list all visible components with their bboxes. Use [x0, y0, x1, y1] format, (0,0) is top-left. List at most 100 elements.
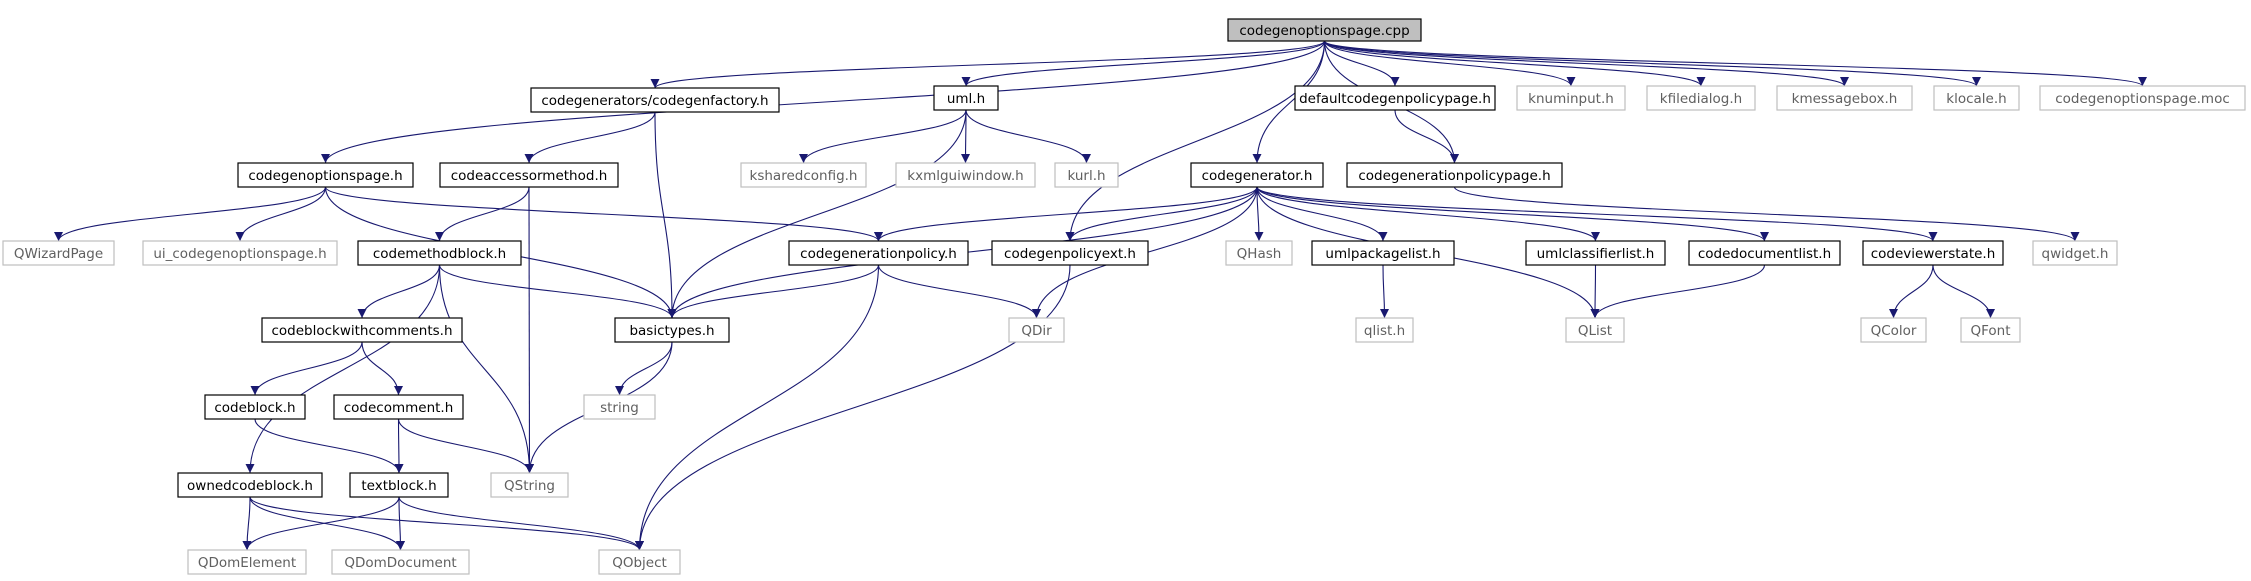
edge-policy-to-qdir	[877, 264, 1041, 319]
node-label: textblock.h	[361, 478, 436, 494]
node-box	[237, 162, 414, 188]
node-label: kurl.h	[1067, 168, 1105, 184]
node-ksharedconfig-h: ksharedconfig.h	[740, 162, 867, 188]
node-label: codeblock.h	[214, 400, 295, 416]
edge-generator-to-qhash	[1254, 186, 1264, 242]
node-codegenoptionspage-moc: codegenoptionspage.moc	[2039, 85, 2246, 111]
edge-classlist-to-qlist	[1590, 264, 1600, 319]
edge-textblock-to-qobject	[398, 496, 644, 551]
node-codeblock-h[interactable]: codeblock.h	[204, 394, 306, 420]
node-umlclassifierlist-h[interactable]: umlclassifierlist.h	[1525, 240, 1666, 266]
node-box	[788, 240, 969, 266]
node-label: codegenoptionspage.moc	[2055, 91, 2230, 107]
node-codegenpolicyext-h[interactable]: codegenpolicyext.h	[991, 240, 1149, 266]
node-codegenerators-codegenfactory-h[interactable]: codegenerators/codegenfactory.h	[530, 87, 780, 113]
edge-doclist-to-qlist	[1590, 264, 1766, 319]
edge-bwc-to-codecomment	[361, 341, 403, 396]
node-qdomdocument: QDomDocument	[331, 549, 470, 575]
edge-root-to-umlh	[961, 40, 1326, 87]
node-codegenerator-h[interactable]: codegenerator.h	[1190, 162, 1324, 188]
edge-methodblock-to-basictypes	[438, 264, 677, 319]
node-box	[1688, 240, 1841, 266]
node-codeviewerstate-h[interactable]: codeviewerstate.h	[1862, 240, 2004, 266]
node-box	[333, 394, 464, 420]
node-defaultcodegenpolicypage-h[interactable]: defaultcodegenpolicypage.h	[1294, 85, 1496, 111]
node-label: QDomDocument	[344, 555, 456, 571]
node-label: QString	[504, 478, 555, 494]
node-label: umlpackagelist.h	[1325, 246, 1440, 262]
edge-policy-to-qobject	[635, 264, 880, 551]
node-qcolor: QColor	[1860, 317, 1927, 343]
edge-root-to-codegenfactory	[650, 40, 1326, 89]
node-ownedcodeblock-h[interactable]: ownedcodeblock.h	[177, 472, 323, 498]
node-codegenoptionspage-cpp[interactable]: codegenoptionspage.cpp	[1227, 18, 1422, 42]
node-codemethodblock-h[interactable]: codemethodblock.h	[357, 240, 522, 266]
node-box	[177, 472, 323, 498]
node-label: codegenerationpolicypage.h	[1358, 168, 1550, 184]
node-label: ownedcodeblock.h	[187, 478, 313, 494]
node-box	[1516, 85, 1626, 111]
node-codedocumentlist-h[interactable]: codedocumentlist.h	[1688, 240, 1841, 266]
node-codeaccessormethod-h[interactable]: codeaccessormethod.h	[439, 162, 619, 188]
node-knuminput-h: knuminput.h	[1516, 85, 1626, 111]
node-codecomment-h[interactable]: codecomment.h	[333, 394, 464, 420]
node-kurl-h: kurl.h	[1054, 162, 1119, 188]
node-basictypes-h[interactable]: basictypes.h	[614, 317, 730, 343]
node-label: qlist.h	[1364, 323, 1405, 339]
node-label: QFont	[1970, 323, 2010, 339]
node-box	[1933, 85, 2020, 111]
node-label: basictypes.h	[629, 323, 714, 339]
node-box	[1311, 240, 1455, 266]
node-klocale-h: klocale.h	[1933, 85, 2020, 111]
node-box	[2, 240, 115, 266]
node-label: codegenpolicyext.h	[1004, 246, 1136, 262]
node-label: QList	[1578, 323, 1612, 339]
node-box	[142, 240, 338, 266]
node-label: codegenoptionspage.cpp	[1239, 23, 1409, 39]
node-box	[1646, 85, 1756, 111]
node-qstring: QString	[490, 472, 569, 498]
node-label: qwidget.h	[2042, 246, 2109, 262]
edge-codecomment-to-textblock	[394, 418, 404, 474]
edge-optpageh-to-qwizard	[54, 186, 327, 242]
node-label: umlclassifierlist.h	[1537, 246, 1655, 262]
node-textblock-h[interactable]: textblock.h	[349, 472, 449, 498]
node-codegenerationpolicypage-h[interactable]: codegenerationpolicypage.h	[1346, 162, 1563, 188]
node-label: QWizardPage	[14, 246, 103, 262]
edge-policy-to-basictypes	[667, 264, 880, 319]
node-qwidget-h: qwidget.h	[2032, 240, 2118, 266]
edge-textblock-to-qdomdocument	[395, 496, 405, 551]
node-label: QDir	[1021, 323, 1052, 339]
node-label: codedocumentlist.h	[1698, 246, 1831, 262]
node-codegenerationpolicy-h[interactable]: codegenerationpolicy.h	[788, 240, 969, 266]
edge-viewerstate-to-qcolor	[1889, 264, 1934, 319]
node-label: codeblockwithcomments.h	[271, 323, 452, 339]
edge-root-to-kmessagebox	[1323, 40, 1849, 87]
node-qdir: QDir	[1008, 317, 1065, 343]
node-qlist: QList	[1565, 317, 1625, 343]
node-label: codeviewerstate.h	[1871, 246, 1996, 262]
node-codegenoptionspage-h[interactable]: codegenoptionspage.h	[237, 162, 414, 188]
node-qhash: QHash	[1225, 240, 1293, 266]
edge-accessor-to-qstring	[524, 186, 534, 474]
node-box	[1860, 317, 1927, 343]
node-box	[1294, 85, 1496, 111]
edge-generator-to-classlist	[1256, 186, 1600, 242]
edge-basictypes-to-string	[615, 341, 673, 396]
node-qfont: QFont	[1960, 317, 2021, 343]
node-box	[1355, 317, 1414, 343]
node-label: codegenerator.h	[1202, 168, 1313, 184]
node-box	[1227, 18, 1422, 42]
node-uml-h[interactable]: uml.h	[933, 85, 999, 111]
edge-generator-to-viewerstate	[1256, 186, 1938, 242]
node-umlpackagelist-h[interactable]: umlpackagelist.h	[1311, 240, 1455, 266]
node-box	[1346, 162, 1563, 188]
node-box	[439, 162, 619, 188]
edge-optpageh-to-policy	[324, 186, 883, 242]
node-box	[1054, 162, 1119, 188]
edge-codegenfactory-to-basictypes	[654, 111, 677, 319]
edge-accessor-to-methodblock	[435, 186, 530, 242]
node-label: ui_codegenoptionspage.h	[153, 246, 326, 262]
node-label: codeaccessormethod.h	[451, 168, 608, 184]
node-codeblockwithcomments-h[interactable]: codeblockwithcomments.h	[261, 317, 463, 343]
